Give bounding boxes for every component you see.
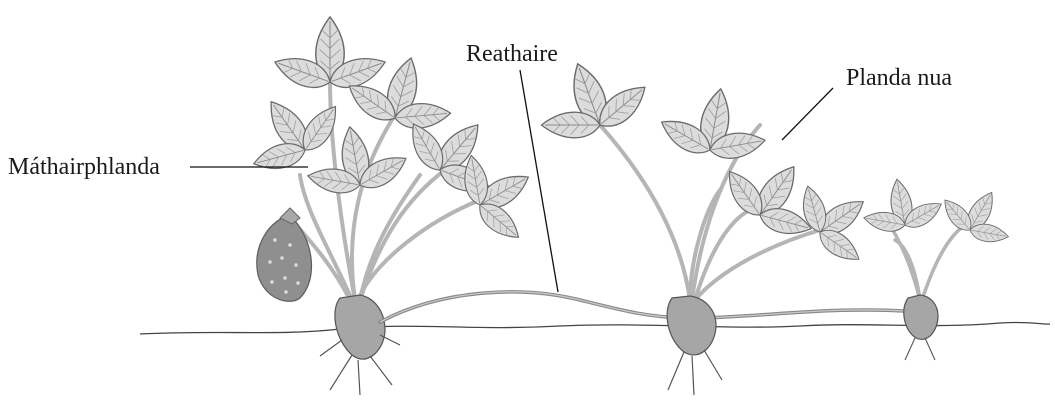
mother-crown <box>335 295 385 359</box>
new-plant-leader <box>782 88 833 140</box>
mother-plant-label: Máthairphlanda <box>8 155 160 179</box>
mother-plant <box>227 17 554 395</box>
runner-label: Reathaire <box>466 42 558 66</box>
new-plant-middle <box>522 43 891 395</box>
new-crown <box>667 296 716 355</box>
new-plant-label: Planda nua <box>846 66 952 90</box>
new-plant-small <box>855 172 1026 360</box>
strawberry-fruit <box>257 215 312 301</box>
